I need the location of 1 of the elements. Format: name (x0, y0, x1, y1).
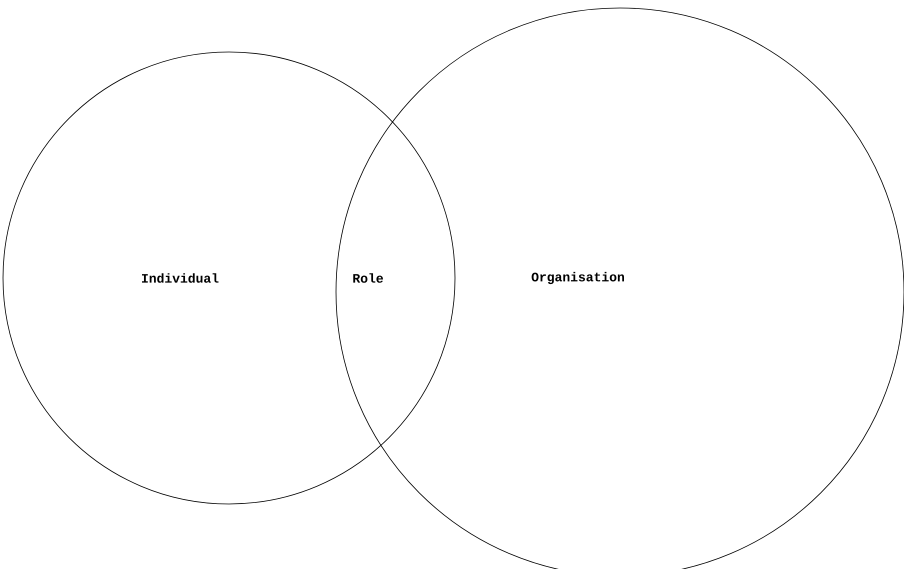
overlap-label: Role (353, 273, 383, 283)
